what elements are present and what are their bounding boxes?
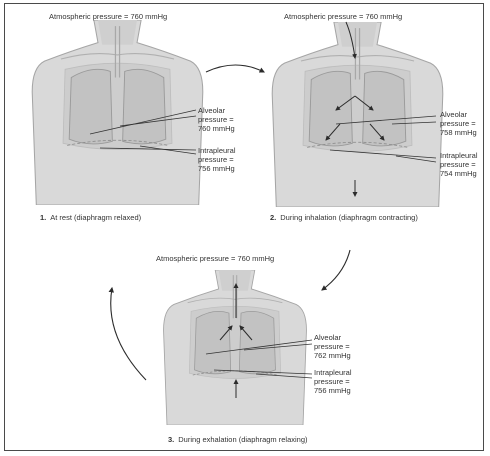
panel-3-intrapleural-pressure: Intrapleural pressure = 756 mmHg [314, 368, 352, 395]
torso-exhalation [164, 270, 307, 425]
panel-1-atmospheric-pressure: Atmospheric pressure = 760 mmHg [49, 12, 167, 21]
panel-2-alveolar-pressure: Alveolar pressure = 758 mmHg [440, 110, 477, 137]
panel-2-number: 2. [270, 213, 276, 222]
panel-2-atmospheric-pressure: Atmospheric pressure = 760 mmHg [284, 12, 402, 21]
panel-1-caption: 1. At rest (diaphragm relaxed) [40, 213, 141, 222]
panel-2-caption-text: During inhalation (diaphragm contracting… [280, 213, 418, 222]
panel-3-number: 3. [168, 435, 174, 444]
panel-3-caption-text: During exhalation (diaphragm relaxing) [178, 435, 307, 444]
panel-1-alveolar-pressure: Alveolar pressure = 760 mmHg [198, 106, 235, 133]
panel-1-caption-text: At rest (diaphragm relaxed) [50, 213, 141, 222]
torso-at-rest [32, 20, 203, 205]
panel-1-number: 1. [40, 213, 46, 222]
panel-3-alveolar-pressure: Alveolar pressure = 762 mmHg [314, 333, 351, 360]
panel-2-intrapleural-pressure: Intrapleural pressure = 754 mmHg [440, 151, 478, 178]
cycle-arrow-1-to-2 [206, 65, 264, 72]
panel-3-caption: 3. During exhalation (diaphragm relaxing) [168, 435, 308, 444]
cycle-arrow-2-to-3 [322, 250, 350, 290]
panel-1-intrapleural-pressure: Intrapleural pressure = 756 mmHg [198, 146, 236, 173]
panel-3-atmospheric-pressure: Atmospheric pressure = 760 mmHg [156, 254, 274, 263]
panel-2-caption: 2. During inhalation (diaphragm contracti… [270, 213, 418, 222]
cycle-arrow-3-to-1 [111, 288, 146, 380]
torso-inhalation [272, 22, 443, 207]
